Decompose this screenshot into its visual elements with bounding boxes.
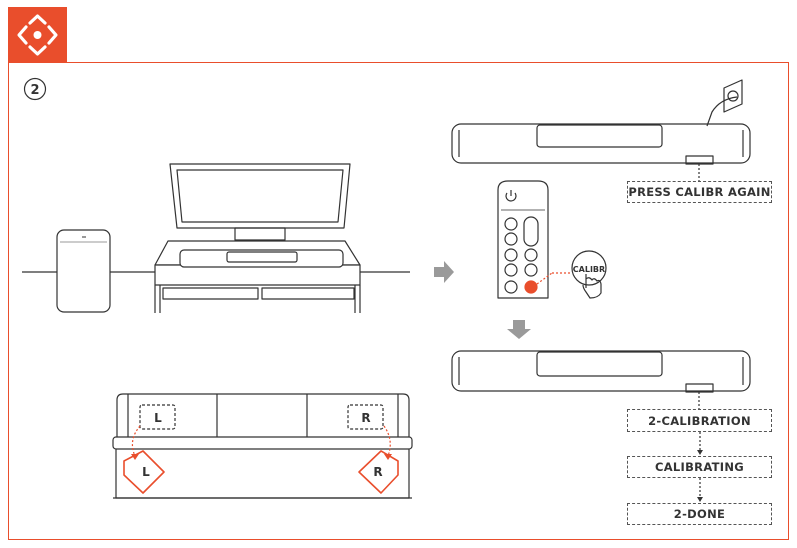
move-arrowheads [131, 454, 392, 460]
soundbar-bottom [451, 350, 751, 393]
left-speaker-placed-label: L [142, 465, 150, 479]
step-number-badge [23, 77, 47, 101]
status-done: 2-DONE [627, 503, 772, 525]
press-calibr-again-callout: PRESS CALIBR AGAIN [627, 181, 772, 203]
calibr-leader [536, 272, 572, 285]
left-speaker-label: L [154, 411, 162, 425]
subwoofer [56, 229, 111, 313]
finger-press-icon [582, 274, 602, 299]
instruction-panel [8, 62, 789, 540]
right-arrow-icon [434, 261, 454, 283]
status-calibrating: CALIBRATING [627, 456, 772, 478]
remote-control [497, 180, 549, 299]
television [169, 163, 351, 241]
status-calibration: 2-CALIBRATION [627, 409, 772, 432]
right-speaker-label: R [361, 411, 370, 425]
surround-speaker-right-placed [358, 450, 399, 494]
surround-speaker-right-origin [347, 404, 384, 430]
calibr-button [571, 250, 607, 286]
soundbar-top [451, 123, 751, 165]
calibr-button-label: CALIBR [573, 265, 605, 274]
down-arrow-icon [507, 320, 531, 339]
surround-arrows-icon [17, 14, 58, 56]
surround-speaker-left-placed [123, 450, 165, 494]
surround-setup-badge [8, 7, 67, 63]
surround-speaker-left-origin [139, 404, 176, 430]
power-icon [505, 190, 517, 202]
step-number: 2 [30, 83, 39, 98]
right-speaker-placed-label: R [373, 465, 382, 479]
status-flow-arrowheads [697, 450, 703, 502]
soundbar-small [179, 249, 344, 268]
move-arrows [131, 425, 391, 457]
calibr-key [524, 280, 538, 294]
power-outlet [706, 79, 743, 127]
sofa [112, 393, 413, 499]
